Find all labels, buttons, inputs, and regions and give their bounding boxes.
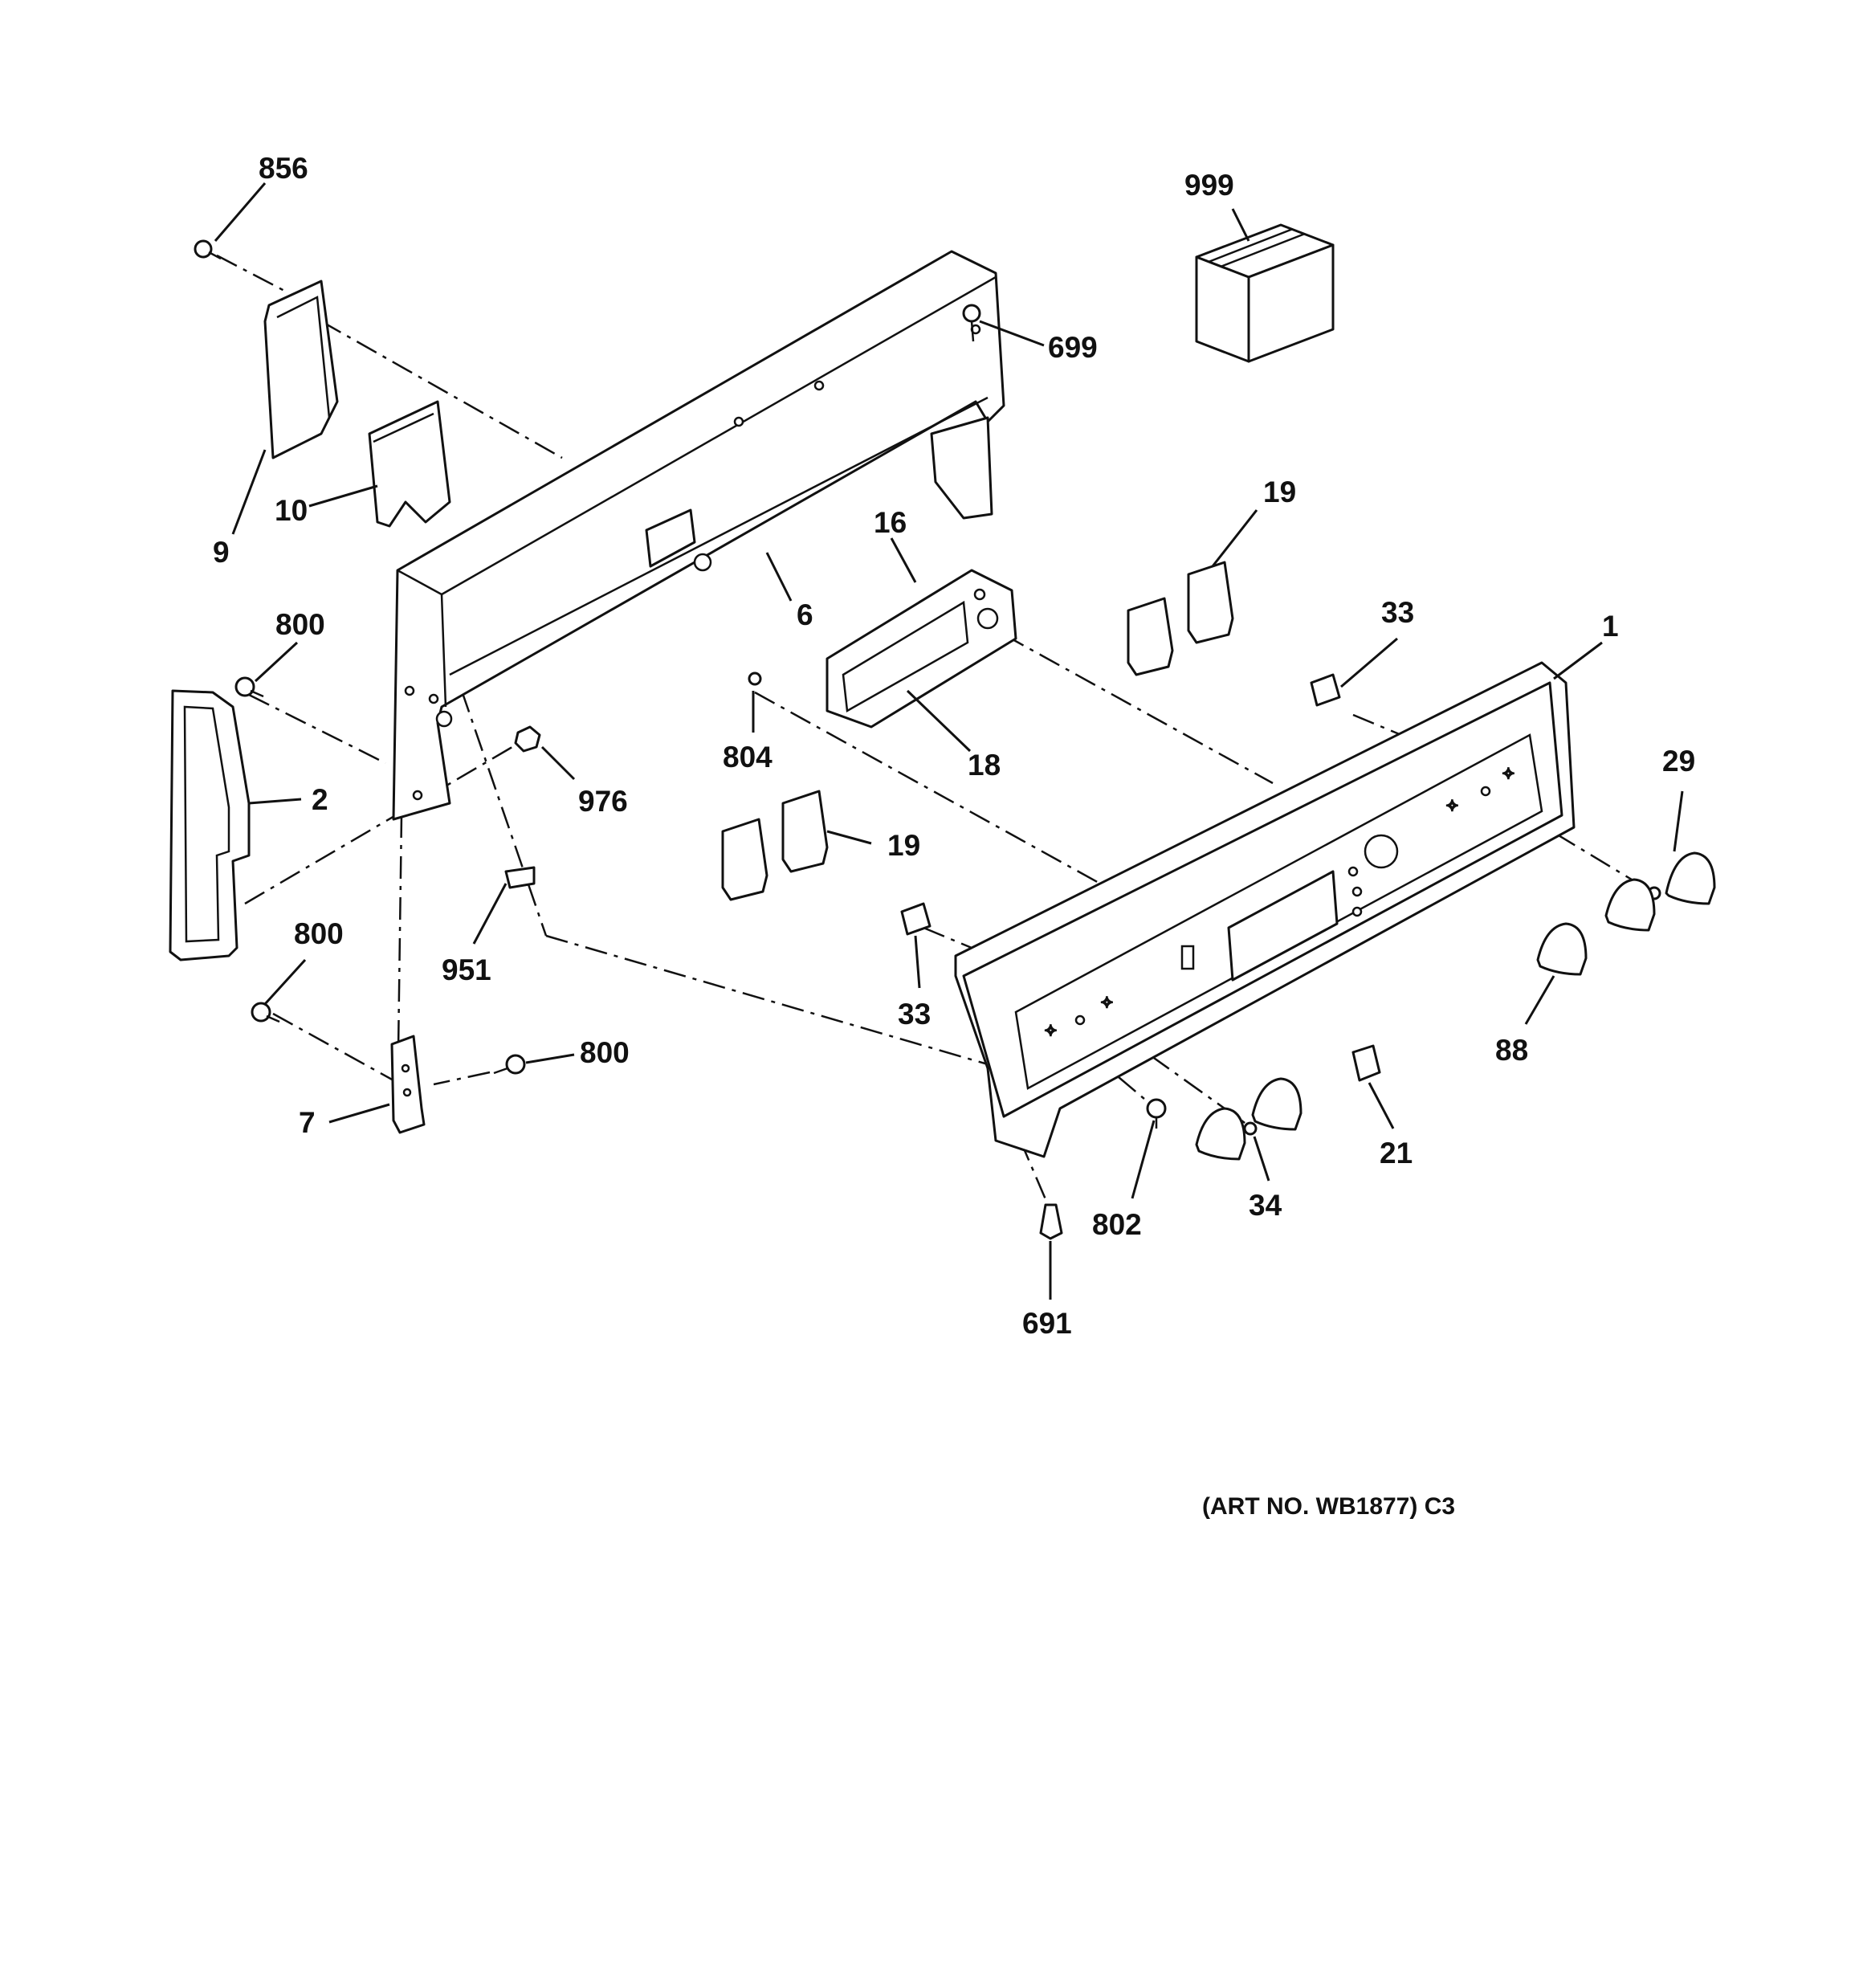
callout-800-upper: 800 [275, 608, 325, 641]
screw-804 [748, 672, 762, 686]
backsplash-frame [392, 250, 1005, 821]
knob-88-left-front [1195, 1107, 1246, 1161]
screw-699 [962, 304, 981, 342]
callout-19-upper: 19 [1263, 476, 1296, 508]
side-bracket-9 [263, 280, 339, 459]
screw-802 [1146, 1098, 1167, 1129]
callout-29: 29 [1662, 745, 1695, 778]
callout-9: 9 [213, 536, 230, 569]
infinite-switch-19-upper-left [1127, 597, 1174, 676]
callout-800-left: 800 [294, 917, 344, 950]
callout-699: 699 [1048, 331, 1098, 364]
callout-21: 21 [1380, 1137, 1413, 1170]
indicator-light-33-lower [900, 902, 932, 936]
callout-10: 10 [275, 494, 308, 527]
callout-804: 804 [723, 741, 773, 774]
infinite-switch-19-lower-left [721, 818, 768, 901]
spring-clip-34 [1243, 1121, 1258, 1136]
callout-19-lower: 19 [887, 829, 920, 862]
switch-21 [1351, 1044, 1381, 1082]
callout-88: 88 [1495, 1034, 1528, 1067]
package-999 [1195, 223, 1335, 363]
knob-88-right-front [1604, 878, 1656, 932]
knob-88-right-back [1665, 851, 1716, 905]
callout-16: 16 [874, 506, 907, 539]
indicator-light-33-upper [1310, 673, 1341, 707]
callout-802: 802 [1092, 1208, 1142, 1241]
callout-999: 999 [1184, 169, 1234, 202]
nut-976 [514, 725, 541, 753]
callout-800-right: 800 [580, 1036, 630, 1069]
callout-6: 6 [797, 598, 813, 631]
callout-labels: 856 999 699 19 10 9 16 6 33 1 800 804 18… [213, 152, 1695, 1340]
callout-1: 1 [1602, 610, 1619, 643]
infinite-switch-19-lower-right [781, 790, 829, 873]
callout-33-upper: 33 [1381, 596, 1414, 629]
screw-800-right [493, 1054, 526, 1075]
callout-951: 951 [442, 953, 491, 986]
control-board-16 [826, 569, 1017, 729]
callout-691: 691 [1022, 1307, 1072, 1340]
screw-691 [1039, 1203, 1063, 1240]
shield-10 [368, 400, 451, 528]
callout-856: 856 [259, 152, 308, 185]
leader-lines [214, 182, 1684, 1300]
svg-text:✧: ✧ [1044, 1021, 1058, 1040]
clip-951 [504, 866, 536, 889]
svg-text:✧: ✧ [1445, 796, 1459, 815]
knob-88-left-back [1251, 1077, 1302, 1131]
control-panel-1: ✧ ✧ ✧ ✧ [954, 661, 1576, 1158]
infinite-switch-19-upper-right [1187, 561, 1234, 644]
svg-text:✧: ✧ [1100, 993, 1114, 1012]
callout-976: 976 [578, 785, 628, 818]
callout-34: 34 [1249, 1189, 1282, 1222]
screw-856 [194, 239, 222, 260]
svg-text:✧: ✧ [1502, 764, 1515, 783]
art-number-caption: (ART NO. WB1877) C3 [1202, 1493, 1455, 1520]
screw-800-left [251, 1002, 280, 1023]
callout-33-lower: 33 [898, 998, 931, 1031]
lower-bracket-7 [390, 1035, 426, 1134]
end-cap-2 [169, 689, 251, 961]
knob-88-middle [1536, 922, 1588, 976]
callout-7: 7 [299, 1106, 316, 1139]
callout-18: 18 [968, 749, 1001, 782]
screw-800-upper [234, 676, 264, 698]
callout-2: 2 [312, 783, 328, 816]
